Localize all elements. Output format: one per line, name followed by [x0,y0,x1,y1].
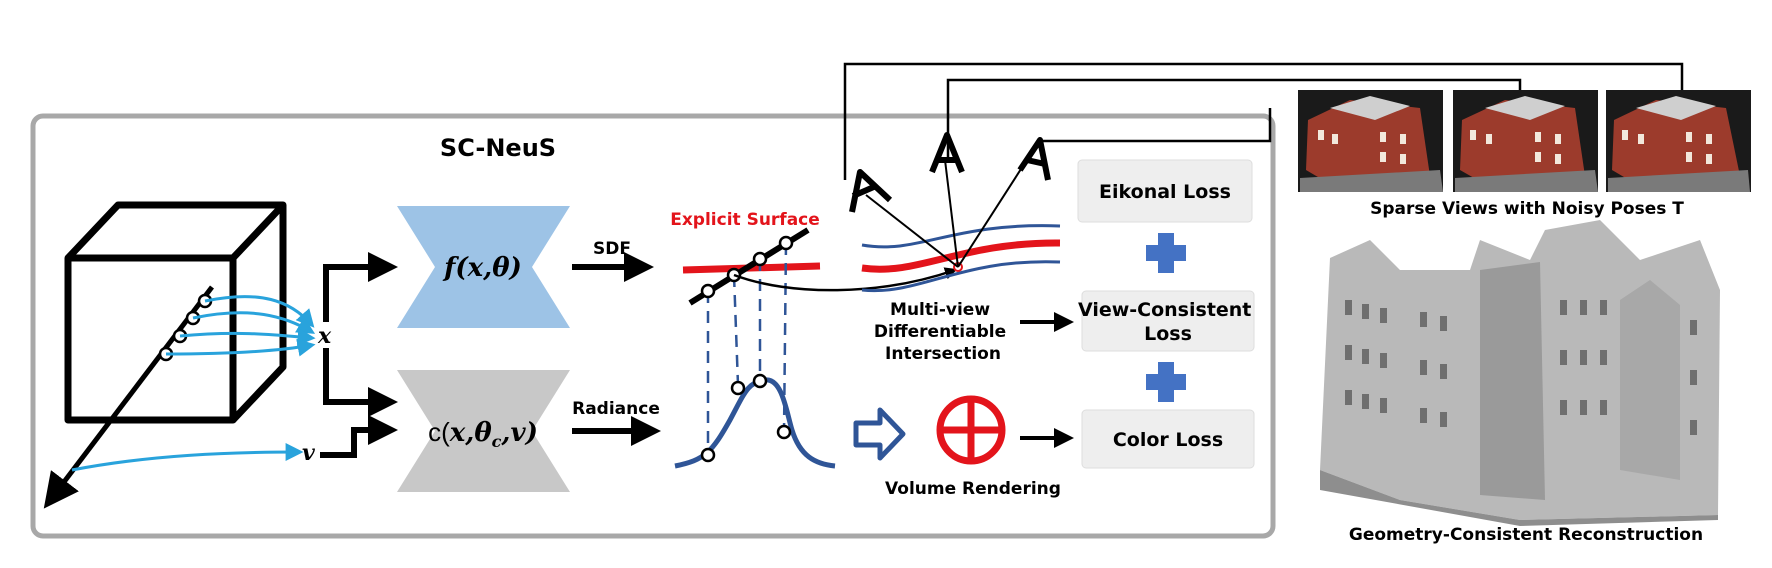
eikonal-loss-box [1077,159,1253,223]
intersection-line-2: Differentiable [874,322,1006,342]
network-f-label: f(x,θ) [442,253,522,283]
sparse-views-caption: Sparse Views with Noisy Poses T [1370,199,1684,219]
camera-rays [865,154,1031,268]
view-consistent-line-2: Loss [1144,323,1192,345]
input-x-label: x [317,323,332,349]
building-thumb-2 [1455,96,1598,192]
explicit-surface-label: Explicit Surface [670,210,820,230]
network-c-label-body: x,θ [449,418,493,448]
ray-line [43,285,214,509]
network-c-label-tail: ,v) [500,418,537,448]
network-f [397,206,570,328]
reconstruction-caption: Geometry-Consistent Reconstruction [1349,525,1703,545]
intersection-link [733,267,958,292]
radiance-label: Radiance [572,399,660,419]
color-loss-box [1081,409,1255,469]
view-consistent-line-1: View-Consistent [1078,299,1251,321]
view-consistent-loss-label: View-Consistent Loss [1078,299,1258,345]
network-c-label: c(x,θc,v) [428,417,538,451]
network-c [397,370,570,492]
cube [64,201,287,424]
sample-to-x-arrows [71,295,316,472]
multiview-curves [861,224,1061,293]
network-c-label-prefix: c( [428,417,450,447]
page-title: SC-NeuS [440,134,556,162]
sc-neus-frame [30,113,1276,539]
volume-arrow-icon [853,407,906,461]
x-branch-arrows [320,252,398,458]
plus-icon-2 [1146,362,1186,402]
volume-rendering-label: Volume Rendering [885,479,1061,499]
building-thumb-1 [1300,96,1443,192]
surface-dashes [706,242,788,455]
pose-connectors [843,62,1684,180]
plus-icon-1 [1146,233,1186,273]
ray-samples [158,293,213,362]
building-thumb-3 [1608,96,1750,192]
eikonal-loss-label: Eikonal Loss [1099,181,1231,203]
intersection-line-3: Intersection [885,344,1001,364]
view-consistent-loss-box [1081,290,1255,352]
input-v-label: v [302,440,315,466]
sdf-label: SDF [593,239,631,259]
color-loss-label: Color Loss [1113,429,1223,451]
surface-samples [700,235,794,463]
sparse-view-images [1298,90,1751,192]
rendering-sum-icon [936,395,1006,465]
intersection-label: Multi-view Differentiable Intersection [874,300,1012,364]
density-curve [674,377,836,469]
reconstruction-image [1320,220,1720,526]
intersection-line-1: Multi-view [890,300,990,320]
network-c-label-sub: c [492,432,502,451]
